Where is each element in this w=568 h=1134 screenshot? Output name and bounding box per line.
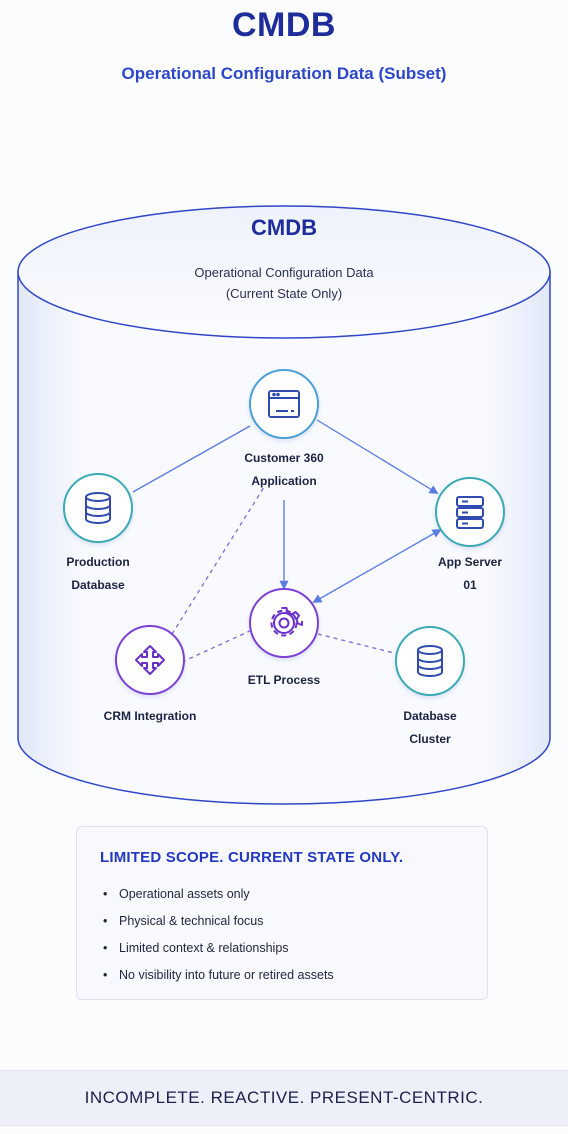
node-label-crm: CRM Integration xyxy=(103,709,197,723)
node-db-cluster[interactable] xyxy=(395,626,465,696)
database-subtitle: Operational Configuration Data (Current … xyxy=(194,265,374,301)
server-icon xyxy=(456,496,484,529)
edge-crm-to-etl xyxy=(181,629,253,663)
edge-crm-to-customer360 xyxy=(171,483,267,635)
scope-item-text: Physical & technical focus xyxy=(119,914,264,928)
scope-item-text: Limited context & relationships xyxy=(119,941,289,955)
bullet-icon: • xyxy=(103,941,108,955)
edge-etl-to-db-cluster xyxy=(317,633,399,655)
cmdb-diagram xyxy=(17,205,551,805)
app-window-icon xyxy=(268,390,300,418)
bullet-icon: • xyxy=(103,887,108,901)
node-label-etl: ETL Process xyxy=(247,673,321,687)
edge-production-db-to-customer360 xyxy=(132,425,251,493)
scope-item-text: No visibility into future or retired ass… xyxy=(119,968,334,982)
scope-list-item: • No visibility into future or retired as… xyxy=(103,962,334,989)
edge-app-server-etl xyxy=(312,529,442,603)
node-app-server[interactable] xyxy=(435,477,505,547)
scope-list-item: • Limited context & relationships xyxy=(103,935,334,962)
node-label-app-server: App Server 01 xyxy=(437,555,503,592)
node-etl[interactable] xyxy=(249,588,319,658)
database-title: CMDB xyxy=(251,215,317,240)
scope-panel: LIMITED SCOPE. CURRENT STATE ONLY. • Oper… xyxy=(76,826,488,1000)
bullet-icon: • xyxy=(103,914,108,928)
node-customer360[interactable] xyxy=(249,369,319,439)
bullet-icon: • xyxy=(103,968,108,982)
scope-list-item: • Physical & technical focus xyxy=(103,908,334,935)
integration-icon xyxy=(135,645,165,675)
footer-banner: INCOMPLETE. REACTIVE. PRESENT-CENTRIC. xyxy=(0,1070,568,1126)
node-label-production-db: Production Database xyxy=(66,555,130,592)
scope-item-text: Operational assets only xyxy=(119,887,250,901)
page-subtitle: Operational Configuration Data (Subset) xyxy=(121,64,447,83)
cylinder-top xyxy=(17,205,551,339)
scope-list-item: • Operational assets only xyxy=(103,881,334,908)
scope-title: LIMITED SCOPE. CURRENT STATE ONLY. xyxy=(100,849,404,866)
scope-list: • Operational assets only • Physical & tec… xyxy=(103,881,334,989)
node-crm[interactable] xyxy=(115,625,185,695)
node-label-customer360: Customer 360 Application xyxy=(244,451,324,488)
node-label-db-cluster: Database Cluster xyxy=(403,709,457,746)
node-production-db[interactable] xyxy=(63,473,133,543)
database-icon xyxy=(417,645,443,677)
page-title: CMDB xyxy=(232,6,336,44)
edge-customer360-to-app-server xyxy=(316,419,439,494)
gear-icon xyxy=(270,607,303,637)
database-icon xyxy=(85,492,111,524)
